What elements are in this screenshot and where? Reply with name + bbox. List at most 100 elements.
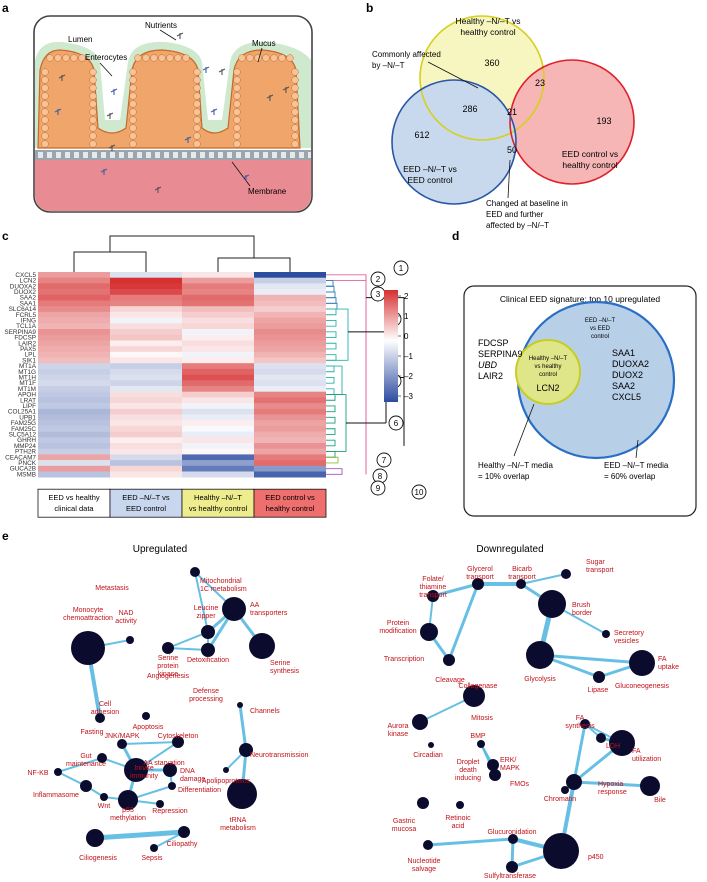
- gene-label: FAM25C: [11, 426, 36, 433]
- row-dendrogram-branch: [326, 428, 336, 435]
- network-label: death: [459, 767, 477, 774]
- network-node: [629, 650, 655, 676]
- enterocyte-cell: [89, 116, 97, 124]
- enterocyte-cell: [291, 108, 299, 116]
- heatmap-cell: [110, 374, 182, 381]
- venn-label-control-2: healthy control: [562, 160, 617, 170]
- enterocyte-cell: [89, 68, 97, 76]
- network-label: activity: [115, 618, 137, 625]
- membrane-pore: [200, 152, 205, 158]
- row-dendrogram-branch: [326, 291, 336, 299]
- heatmap-cell: [38, 437, 110, 444]
- heatmap-cell: [182, 403, 254, 410]
- membrane-pore: [56, 152, 61, 158]
- network-node: [100, 793, 108, 801]
- heatmap-cell: [254, 448, 326, 455]
- network-node: [54, 768, 62, 776]
- heatmap-cell: [254, 408, 326, 415]
- heatmap-cell: [254, 346, 326, 353]
- gene-label: LPL: [25, 352, 37, 359]
- colorbar: 210–1–2–3: [384, 290, 413, 402]
- heatmap-cell: [110, 300, 182, 307]
- network-label: Channels: [250, 708, 280, 715]
- nutrient-particle: [242, 174, 250, 181]
- gene-label: UPB1: [19, 414, 36, 421]
- membrane-pore: [155, 152, 160, 158]
- eed-gene: SAA1: [612, 348, 635, 358]
- colorbar-tick-label: 0: [404, 332, 409, 341]
- gene-label: FDCSP: [14, 335, 36, 342]
- gene-label: IFNG: [21, 318, 36, 325]
- enterocyte-cell: [193, 76, 201, 84]
- network-label: transport: [419, 592, 447, 599]
- heatmap-cell: [110, 317, 182, 324]
- arrow-baseline: [507, 159, 511, 199]
- heatmap-cell: [182, 443, 254, 449]
- heatmap-cell: [110, 397, 182, 404]
- network-label: JNK/MAPK: [104, 733, 139, 740]
- membrane-pore: [128, 152, 133, 158]
- heatmap-cell: [110, 277, 182, 284]
- network-node: [508, 834, 518, 844]
- row-dendrogram-branch: [326, 354, 337, 361]
- enterocyte-cell: [129, 116, 137, 124]
- enterocyte-cell: [193, 84, 201, 92]
- network-node: [543, 833, 579, 869]
- venn-label-control-1: EED control vs: [562, 149, 618, 159]
- gene-label: CXCL5: [15, 272, 36, 279]
- row-dendrogram-branch: [326, 274, 367, 281]
- enterocyte-cell: [291, 76, 299, 84]
- enterocyte-cell: [291, 68, 299, 76]
- network-edge: [538, 653, 644, 665]
- heatmap-cell: [254, 437, 326, 444]
- network-label: kinase: [158, 671, 178, 678]
- network-label: Innate: [134, 765, 154, 772]
- heatmap-cell: [38, 329, 110, 335]
- network-label: p53: [122, 807, 134, 814]
- membrane-pore: [38, 152, 43, 158]
- gene-label: FCRL5: [16, 312, 37, 319]
- row-dendrogram-branch: [326, 342, 337, 350]
- heatmap-cell: [38, 374, 110, 381]
- eed-gene: DUOX2: [612, 370, 643, 380]
- nutrient-particle: [154, 186, 162, 193]
- heatmap-cell: [110, 437, 182, 444]
- venn-label-healthy-2: healthy control: [460, 27, 515, 37]
- heatmap-cell: [110, 368, 182, 375]
- gene-labels: CXCL5LCN2DUOXA2DUOX2SAA2SAA1SLC6A14FCRL5…: [4, 272, 36, 479]
- enterocyte-cell: [129, 140, 137, 148]
- nutrient-particle: [100, 168, 108, 175]
- venn-label-eed-2: EED control: [407, 175, 452, 185]
- heatmap-cell: [38, 306, 110, 313]
- membrane-pore: [83, 152, 88, 158]
- heatmap-cell: [110, 294, 182, 301]
- network-label: 1C metabolism: [200, 586, 247, 593]
- membrane-pore: [47, 152, 52, 158]
- heatmap-cell: [182, 425, 254, 432]
- heatmap-cell: [38, 317, 110, 324]
- arrow-eed-overlap: [635, 439, 639, 459]
- nutrient-particle: [106, 112, 114, 119]
- downregulated-title: Downregulated: [476, 544, 543, 555]
- network-label: zipper: [196, 613, 216, 620]
- heatmap-cell: [182, 380, 254, 387]
- enterocyte-cell: [233, 132, 241, 140]
- enterocyte-cell: [129, 108, 137, 116]
- venn-healthy-circle: [419, 15, 545, 141]
- heatmap-cell: [254, 329, 326, 335]
- network-label: Wnt: [98, 803, 111, 810]
- heatmap-cell: [110, 272, 182, 278]
- heatmap-cell: [110, 386, 182, 392]
- enterocyte-cell: [129, 124, 137, 132]
- enterocyte-cell: [129, 100, 137, 108]
- note-healthy-2: = 10% overlap: [478, 472, 530, 481]
- cluster-id: 10: [415, 488, 424, 497]
- network-label: salvage: [412, 866, 436, 873]
- network-node: [428, 742, 434, 748]
- heatmap-cell: [254, 431, 326, 438]
- panel-d-letter: d: [452, 229, 459, 243]
- network-label: kinase: [388, 731, 408, 738]
- enterocyte-cell: [291, 124, 299, 132]
- blood-layer: [35, 158, 311, 211]
